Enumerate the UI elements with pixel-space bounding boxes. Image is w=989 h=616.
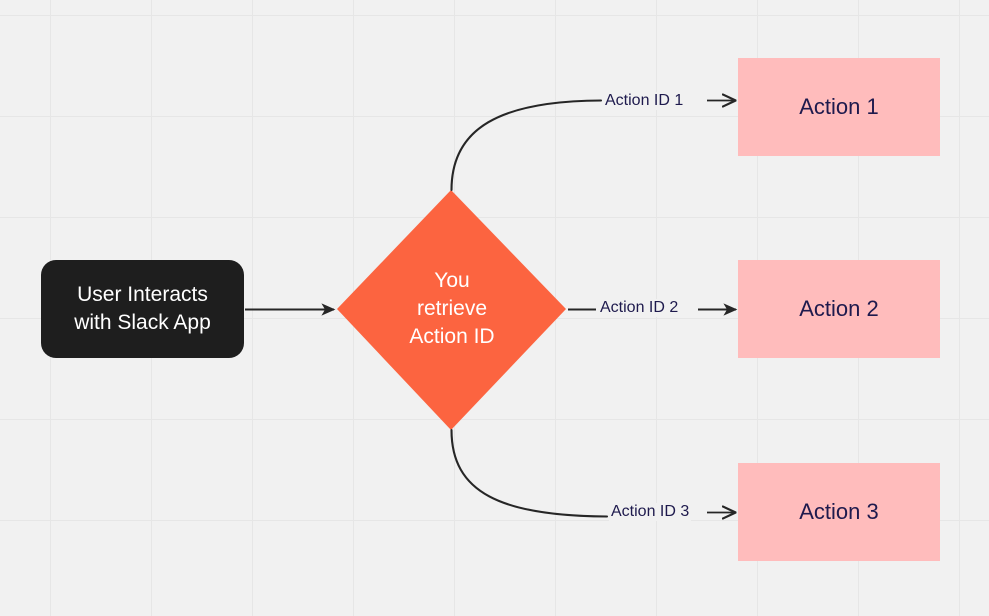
edge-decision-to-action-3-curve xyxy=(450,428,609,518)
edge-label-action-id-1: Action ID 1 xyxy=(603,92,686,110)
decision-node-diamond[interactable] xyxy=(337,190,566,430)
edge-label-action-id-2: Action ID 2 xyxy=(598,299,681,317)
edge-decision-to-action-1-curve xyxy=(450,99,603,192)
edge-label-action-id-3: Action ID 3 xyxy=(609,503,692,521)
